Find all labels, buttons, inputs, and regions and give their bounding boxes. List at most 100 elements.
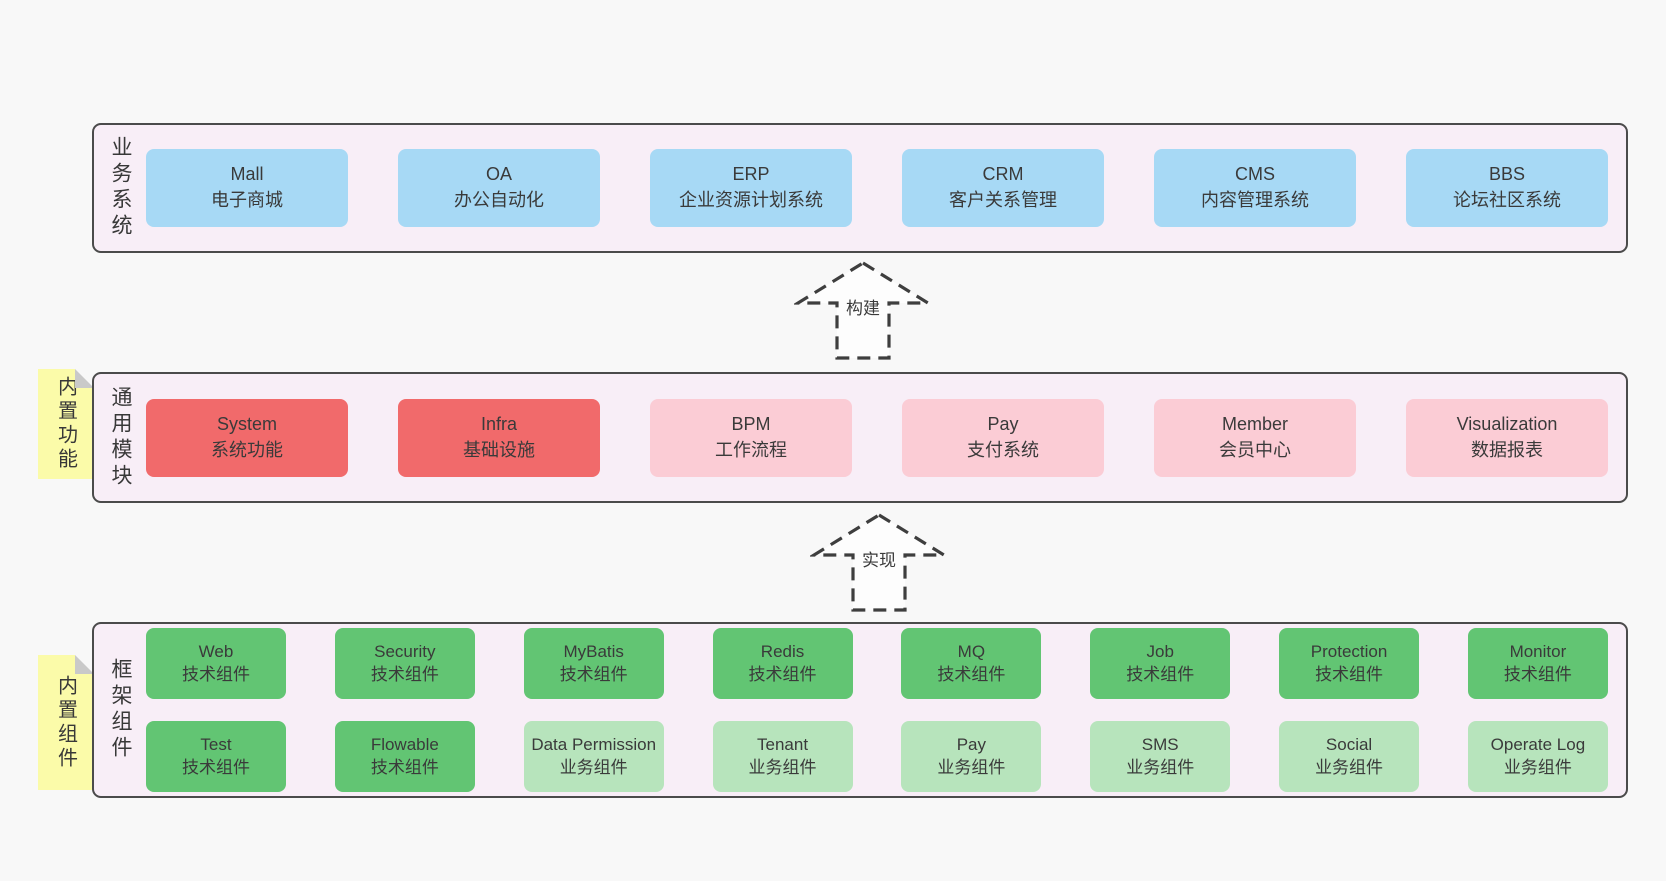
sticky-note-builtin-features: 内置功能 <box>38 369 94 479</box>
module-box-bbs: BBS 论坛社区系统 <box>1406 149 1608 227</box>
module-name: Mall <box>230 164 264 185</box>
band-label-wrap: 业务系统 <box>94 125 146 251</box>
module-box-bpm: BPM 工作流程 <box>650 398 852 477</box>
module-desc: 业务组件 <box>1503 757 1572 777</box>
module-desc: 技术组件 <box>1126 664 1195 684</box>
module-desc: 技术组件 <box>559 664 628 684</box>
module-name: Security <box>374 642 436 662</box>
module-desc: 技术组件 <box>1315 664 1384 684</box>
sticky-note-label: 内置组件 <box>54 674 77 771</box>
module-desc: 办公自动化 <box>454 190 544 210</box>
module-name: BBS <box>1488 164 1526 185</box>
module-desc: 会员中心 <box>1219 439 1291 460</box>
arrow-label: 构建 <box>843 293 883 320</box>
module-desc: 系统功能 <box>211 439 283 460</box>
module-desc: 客户关系管理 <box>949 190 1057 210</box>
module-name: Test <box>200 735 232 755</box>
module-desc: 技术组件 <box>370 664 439 684</box>
module-name: Infra <box>480 413 518 434</box>
module-desc: 内容管理系统 <box>1201 190 1309 210</box>
module-name: Social <box>1325 735 1373 755</box>
module-desc: 业务组件 <box>1315 757 1384 777</box>
module-desc: 技术组件 <box>370 757 439 777</box>
module-desc: 技术组件 <box>937 664 1006 684</box>
module-desc: 工作流程 <box>715 439 787 460</box>
module-desc: 技术组件 <box>748 664 817 684</box>
module-desc: 论坛社区系统 <box>1453 190 1561 210</box>
module-desc: 技术组件 <box>182 664 250 684</box>
module-desc: 数据报表 <box>1471 439 1543 460</box>
band-label: 业务系统 <box>109 136 132 240</box>
module-name: Tenant <box>757 735 809 755</box>
dashed-up-arrow-build: 构建 <box>794 260 932 362</box>
module-desc: 业务组件 <box>1126 757 1195 777</box>
module-name: CRM <box>982 164 1024 185</box>
module-box-infra: Infra 基础设施 <box>398 398 600 477</box>
module-box-mall: Mall 电子商城 <box>146 149 348 227</box>
module-desc: 基础设施 <box>463 439 535 460</box>
module-name: Pay <box>956 735 987 755</box>
module-name: System <box>216 413 277 434</box>
module-desc: 支付系统 <box>967 439 1039 460</box>
module-name: MyBatis <box>563 642 624 662</box>
band-label-wrap: 框架组件 <box>94 624 146 796</box>
sticky-note-builtin-components: 内置组件 <box>38 655 94 790</box>
module-desc: 企业资源计划系统 <box>679 190 823 210</box>
module-box-oa: OA 办公自动化 <box>398 149 600 227</box>
module-name: Job <box>1146 642 1174 662</box>
module-box-crm: CRM 客户关系管理 <box>902 149 1104 227</box>
module-name: Member <box>1221 413 1288 434</box>
module-name: Data Permission <box>531 735 657 755</box>
module-box-system: System 系统功能 <box>146 398 348 477</box>
module-desc: 技术组件 <box>182 757 250 777</box>
dashed-up-arrow-implement: 实现 <box>810 512 948 614</box>
band-label-wrap: 通用模块 <box>94 374 146 501</box>
module-name: Web <box>198 642 234 662</box>
arrow-label: 实现 <box>859 545 899 572</box>
module-box-member: Member 会员中心 <box>1154 398 1356 477</box>
module-name: Monitor <box>1509 642 1567 662</box>
band-label: 通用模块 <box>109 385 132 490</box>
sticky-note-label: 内置功能 <box>54 376 77 472</box>
module-desc: 业务组件 <box>748 757 817 777</box>
module-name: SMS <box>1141 735 1179 755</box>
module-name: Protection <box>1310 642 1388 662</box>
module-name: Operate Log <box>1490 735 1586 755</box>
module-name: BPM <box>731 413 771 434</box>
module-name: Visualization <box>1456 413 1558 434</box>
module-desc: 业务组件 <box>559 757 628 777</box>
module-desc: 业务组件 <box>937 757 1006 777</box>
module-desc: 技术组件 <box>1503 664 1572 684</box>
module-name: Flowable <box>370 735 439 755</box>
module-name: OA <box>485 164 512 185</box>
module-box-visualization: Visualization 数据报表 <box>1406 398 1608 477</box>
module-desc: 电子商城 <box>211 190 283 210</box>
module-name: MQ <box>957 642 986 662</box>
